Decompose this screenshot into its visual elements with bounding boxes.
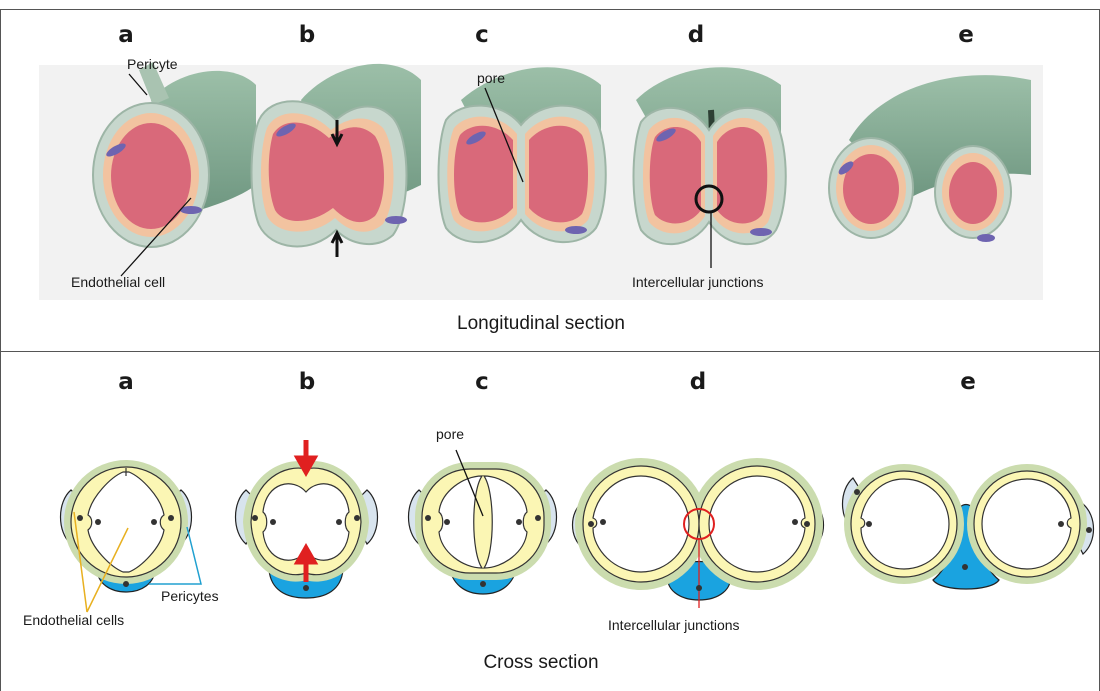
cross-section-panel: a b c d e pore Endothelial cells Pericyt… [0,352,1100,691]
longitudinal-section-panel: a b c d e Pericyte pore Endothelial cell… [0,9,1100,352]
pericyte-label: Pericyte [127,56,178,72]
panel-letter-a-top: a [118,22,134,48]
vessel-b-cross [236,440,378,598]
pore-label-top: pore [477,70,505,86]
vessel-a-cross [61,460,192,592]
intercellular-junctions-label-bottom: Intercellular junctions [608,617,740,633]
panel-letter-e-bottom: e [960,369,976,395]
panel-letter-d-bottom: d [690,369,706,395]
vessel-e-cross [843,464,1094,589]
panel-letter-b-bottom: b [299,369,315,395]
panel-letter-c-top: c [475,22,489,48]
vessel-d-cross [573,458,824,608]
endothelial-cells-label: Endothelial cells [23,612,124,628]
cross-section-art [1,352,1100,691]
cross-section-caption: Cross section [483,652,598,674]
endothelial-cell-label: Endothelial cell [71,274,165,290]
vessel-c-cross [409,450,557,594]
panel-letter-b-top: b [299,22,315,48]
panel-letter-d-top: d [688,22,704,48]
pericytes-label: Pericytes [161,588,219,604]
panel-letter-e-top: e [958,22,974,48]
panel-letter-a-bottom: a [118,369,134,395]
panel-letter-c-bottom: c [475,369,489,395]
intercellular-junctions-label-top: Intercellular junctions [632,274,764,290]
red-arrow-down-b [298,440,314,472]
pore-label-bottom: pore [436,426,464,442]
longitudinal-section-caption: Longitudinal section [457,313,625,335]
